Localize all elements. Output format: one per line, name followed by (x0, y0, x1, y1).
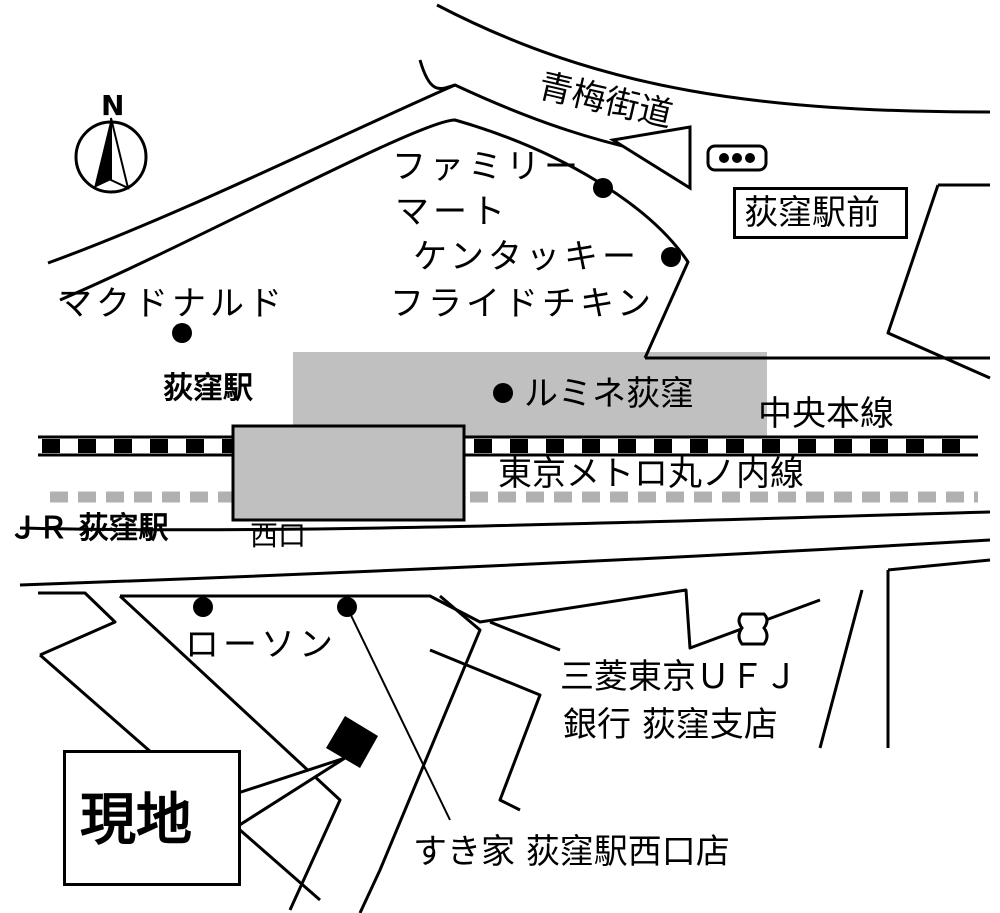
north-label: N (101, 89, 125, 122)
bus-stop-name: 荻窪駅前 (744, 193, 880, 233)
lawson-label: ローソン (185, 625, 337, 665)
familymart-label-2: マート (395, 192, 509, 232)
station-platform (231, 424, 466, 522)
site-building (326, 716, 378, 768)
lumine-label: ルミネ荻窪 (524, 374, 694, 414)
bus-stop-icon (706, 144, 768, 172)
ome-kaido-bottom-edge (47, 83, 691, 265)
diag-road-5 (489, 620, 561, 652)
ogikubo-station-label: 荻窪駅 (163, 371, 253, 406)
south-lower-road (120, 588, 821, 650)
east-road-left (886, 184, 991, 380)
diag-road-west (38, 591, 117, 657)
mufg-label-2: 銀行 荻窪支店 (563, 705, 778, 745)
site-callout-pointer (236, 756, 346, 829)
jr-railway (38, 435, 978, 457)
compass-icon (74, 117, 148, 194)
kfc-label-2: フライドチキン (390, 284, 655, 324)
west-exit-label: 西口 (250, 519, 307, 552)
site-label: 現地 (80, 788, 192, 853)
lumine-marker (493, 383, 513, 403)
ome-kaido-top-edge (436, 3, 991, 114)
bank-icon (737, 612, 769, 646)
kfc-label-1: ケンタッキー (413, 237, 640, 277)
upper-road-left (418, 59, 456, 91)
south-road-east-vertical (887, 558, 991, 572)
diag-road-3 (358, 594, 482, 913)
lumine-building (293, 352, 767, 436)
kfc-marker (661, 247, 681, 267)
mcdonalds-label: マクドナルド (58, 284, 286, 324)
site-callout-box: 現地 (63, 750, 241, 886)
lawson-marker (193, 597, 213, 617)
diag-road-4 (429, 648, 542, 812)
south-road-east-line (818, 589, 864, 749)
bus-road-marker (608, 125, 692, 191)
bus-stop-box: 荻窪駅前 (733, 187, 908, 239)
sukiya-label: すき家 荻窪駅西口店 (413, 832, 730, 872)
mufg-label-1: 三菱東京ＵＦＪ (560, 657, 798, 697)
chuo-line-label: 中央本線 (758, 394, 894, 434)
sukiya-leader-line (346, 606, 451, 821)
diag-road-1 (118, 594, 342, 911)
mcdonalds-marker (172, 323, 192, 343)
road-to-station-west (59, 118, 690, 359)
jr-ogikubo-label: ＪＲ 荻窪駅 (8, 511, 169, 546)
south-main-road-bottom (19, 538, 991, 587)
familymart-marker (593, 178, 613, 198)
south-main-road-top (19, 510, 991, 532)
marunouchi-line-label: 東京メトロ丸ノ内線 (498, 454, 804, 494)
familymart-label-1: ファミリー (392, 147, 582, 187)
